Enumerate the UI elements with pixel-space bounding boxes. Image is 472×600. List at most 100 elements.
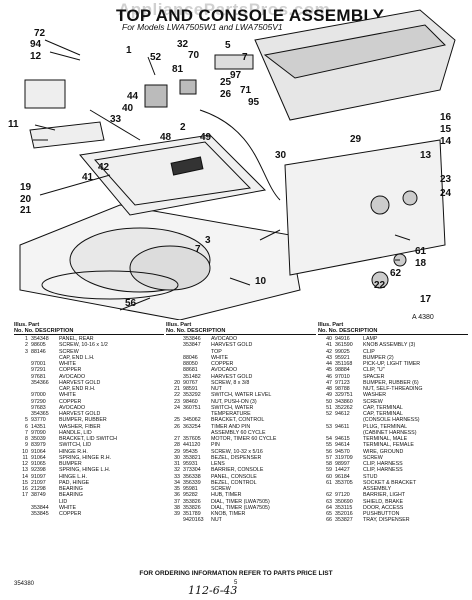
part-number: 353844 — [31, 504, 49, 511]
illus-number: 45 — [326, 367, 332, 374]
illus-number: 42 — [326, 348, 332, 355]
part-description: SPRING, HINGE L.H. — [59, 467, 111, 474]
part-number: 353845 — [31, 511, 49, 517]
callout: 42 — [98, 162, 110, 173]
part-number: 350690 — [335, 498, 353, 505]
part-description: CAP, END R.H. — [59, 386, 96, 392]
illus-number: 20 — [174, 379, 180, 386]
callout-labels: 72 94 12 11 1 52 32 70 81 5 7 44 40 33 1… — [8, 28, 452, 309]
illus-number: 25 — [174, 417, 180, 424]
plate-left — [24, 79, 66, 109]
part-description: CLIP, "U" — [363, 367, 385, 374]
part-number: 88046 — [183, 354, 198, 361]
part-number: 83979 — [31, 442, 46, 449]
illus-number: 37 — [174, 498, 180, 505]
part-description: SWITCH, LID — [59, 442, 92, 449]
timer-box — [144, 84, 168, 108]
illus-number: 57 — [326, 454, 332, 461]
illus-number: 29 — [174, 448, 180, 455]
illus-number: 33 — [174, 473, 180, 480]
callout: 14 — [440, 136, 452, 147]
part-description: PICK-UP, LIGHT TIMER — [363, 361, 421, 367]
part-number: 351482 — [183, 373, 201, 380]
part-description: WHITE — [59, 392, 77, 399]
illus-number: 52 — [326, 411, 332, 417]
part-number: 14427 — [335, 467, 350, 474]
illus-number: 48 — [326, 386, 332, 392]
part-description: KNOB ASSEMBLY (3) — [363, 342, 416, 349]
part-number: 98460 — [183, 398, 198, 405]
part-number: 98591 — [183, 386, 198, 392]
illus-number: 49 — [326, 392, 332, 399]
part-number: 35039 — [31, 436, 46, 442]
illus-number: 60 — [326, 473, 332, 480]
part-description: DIAL, TIMER (LWA7505) — [211, 498, 270, 505]
illus-number: 34 — [174, 479, 180, 486]
part-number: 354348 — [31, 336, 49, 342]
part-description: BEARING — [59, 492, 83, 499]
illus-number: 21 — [174, 386, 180, 392]
callout: 20 — [20, 194, 32, 205]
part-description: (CABINET HARNESS) — [363, 429, 417, 436]
part-number: 353826 — [183, 498, 201, 505]
part-number: 353292 — [183, 392, 201, 399]
part-description: HUB, TIMER — [211, 492, 242, 499]
part-description: HARVEST GOLD — [211, 373, 253, 380]
column-header: Illus. Part — [318, 322, 344, 328]
page-number: 5 — [234, 580, 238, 586]
part-description: NUT — [211, 517, 222, 524]
illus-number: 26 — [174, 423, 180, 430]
illus-number: 64 — [326, 504, 332, 511]
part-number: 95931 — [183, 461, 198, 467]
part-description: HARVEST GOLD — [211, 342, 253, 349]
part-description: BEZEL, CONTROL — [211, 479, 257, 486]
illus-number: 15 — [22, 479, 28, 486]
part-number: 94615 — [335, 436, 350, 442]
table-row: TOP — [166, 349, 316, 355]
illus-number: 56 — [326, 448, 332, 455]
callout: 17 — [420, 294, 432, 305]
illus-number: 14 — [22, 473, 28, 480]
part-number: 91064 — [31, 448, 46, 455]
ring-96 — [41, 270, 179, 300]
callout: 24 — [440, 188, 452, 199]
callout: 40 — [122, 103, 134, 114]
part-description: NUT — [211, 386, 222, 392]
part-number: 21298 — [31, 486, 46, 492]
callout: 32 — [177, 39, 189, 50]
callout: 52 — [150, 52, 162, 63]
part-description: CLIP, HARNESS — [363, 461, 403, 467]
part-number: 9420163 — [183, 517, 204, 524]
hinge-bracket — [29, 121, 105, 149]
part-description: AVOCADO — [59, 373, 86, 380]
part-description: DIAL, TIMER (LWA7505) — [211, 504, 270, 511]
callout: 1 — [126, 45, 132, 56]
illus-number: 5 — [25, 417, 28, 424]
illus-number: 54 — [326, 436, 332, 442]
ordering-footer: FOR ORDERING INFORMATION REFER TO PARTS … — [139, 570, 333, 577]
part-number: 98605 — [31, 342, 46, 349]
table-row: CAP, END L.H. — [14, 355, 164, 361]
part-description: SCREW — [211, 486, 231, 492]
part-number: 93770 — [31, 417, 46, 424]
part-description: TOP — [211, 348, 222, 355]
